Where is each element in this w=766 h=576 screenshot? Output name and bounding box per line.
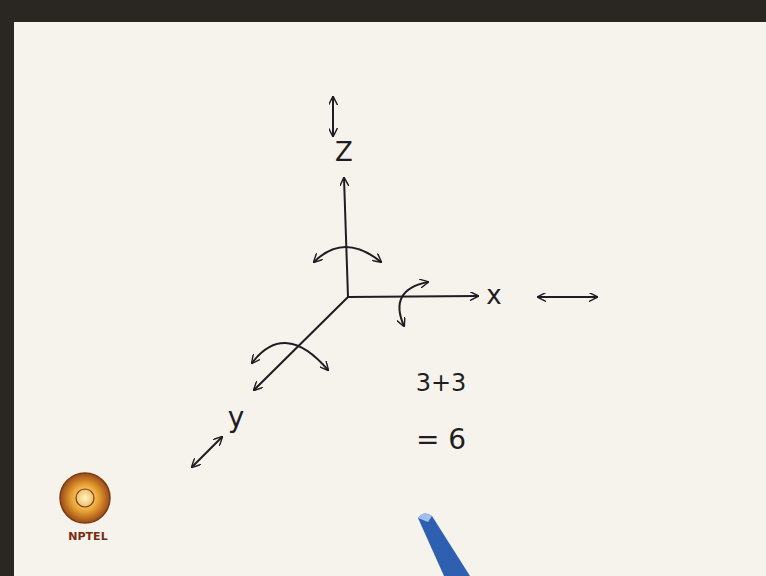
equation-text: 3+3 [416,370,467,396]
paper [14,22,766,576]
z-translation-arrow [332,97,334,136]
y-translation-arrow [192,437,222,467]
y-axis [254,297,348,390]
z-rotation-arrow [314,247,381,262]
x-rotation-arrow [399,282,428,326]
z-axis [344,178,348,297]
axis-label: x [486,281,501,310]
axis-label: Z [335,138,353,167]
logo-emblem [60,473,110,523]
watermark-text: NPTEL [68,531,107,543]
x-axis [348,296,478,297]
equation-result: = 6 [416,425,466,456]
axis-label: y [228,403,245,434]
x-translation-arrow [538,296,597,298]
pen [418,513,470,576]
y-rotation-arrow [252,343,328,370]
logo-ring [76,489,94,507]
pen-tip [418,513,432,522]
